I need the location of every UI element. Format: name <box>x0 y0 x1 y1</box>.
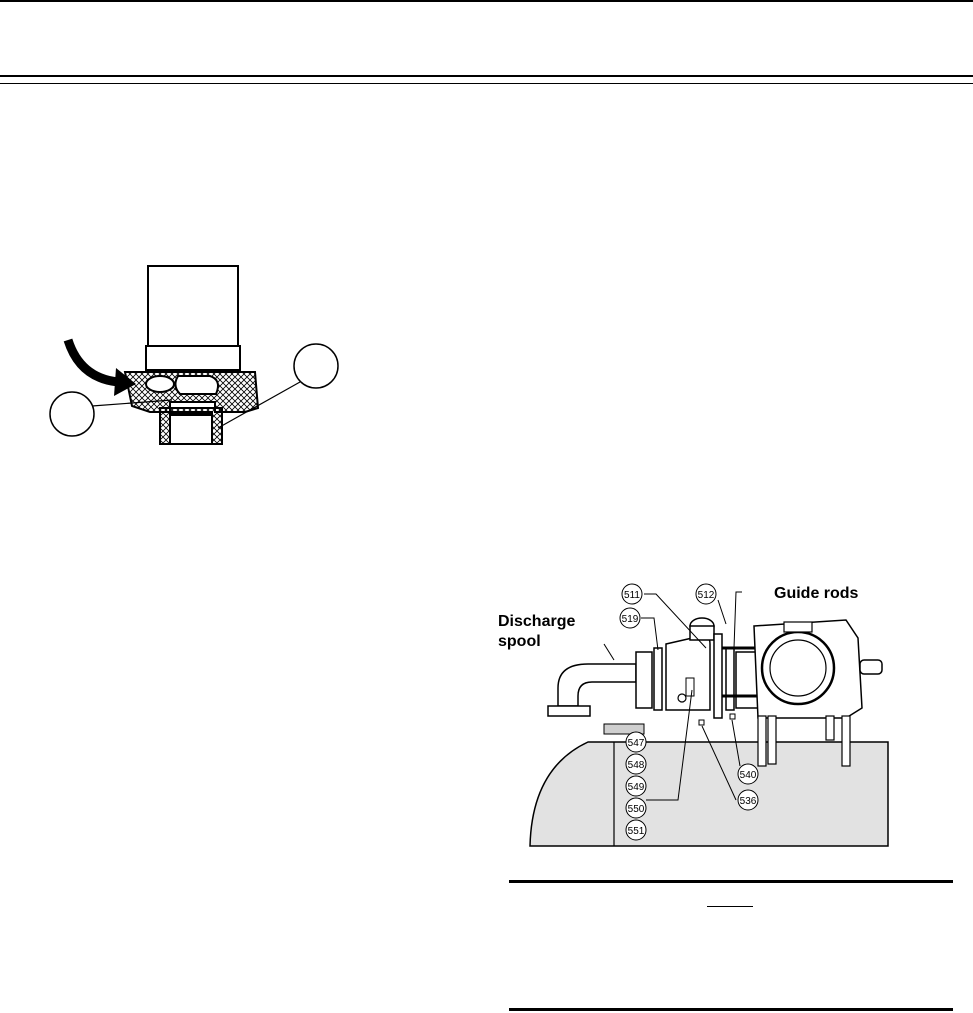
part-536-marker <box>698 719 705 726</box>
svg-text:549: 549 <box>628 782 645 793</box>
callout-511: 511 <box>621 583 643 605</box>
callout-512: 512 <box>695 583 717 605</box>
svg-text:536: 536 <box>740 796 757 807</box>
note-top-rule <box>509 880 953 883</box>
motor-leg-right <box>825 715 835 741</box>
tank-nozzle <box>603 723 645 735</box>
part-540-marker <box>729 713 736 720</box>
callout-circle-right <box>293 343 339 389</box>
callout-519: 519 <box>619 607 641 629</box>
spool-end-flange <box>635 651 653 709</box>
tube-body <box>147 265 239 349</box>
seal-body <box>174 375 219 395</box>
svg-text:519: 519 <box>622 614 639 625</box>
header-rule-thin <box>0 83 973 84</box>
leader-line-right <box>217 381 301 429</box>
svg-text:512: 512 <box>698 590 715 601</box>
callout-551: 551 <box>625 819 647 841</box>
nozzle-inner <box>169 411 213 445</box>
gasket <box>653 647 663 711</box>
note-heading-underline <box>707 906 753 907</box>
motor-adapter <box>735 651 759 709</box>
callout-547: 547 <box>625 731 647 753</box>
label-guide-rods: Guide rods <box>774 585 859 602</box>
svg-text:540: 540 <box>740 770 757 781</box>
callout-549: 549 <box>625 775 647 797</box>
label-discharge: Discharge <box>498 613 575 630</box>
leader-line-left <box>91 399 173 407</box>
note-bottom-rule <box>509 1008 953 1011</box>
svg-text:550: 550 <box>628 804 645 815</box>
callout-circle-left <box>49 391 95 437</box>
svg-text:547: 547 <box>628 738 645 749</box>
callout-548: 548 <box>625 753 647 775</box>
callout-536: 536 <box>737 789 759 811</box>
callout-550: 550 <box>625 797 647 819</box>
callout-540: 540 <box>737 763 759 785</box>
discharge-spool-pipe <box>557 663 637 707</box>
header-rule-thick <box>0 75 973 77</box>
pump-disassembly-figure: 511 512 519 547 548 549 550 551 540 536 … <box>498 583 889 847</box>
motor-leg-left <box>757 715 767 767</box>
impeller-plate <box>713 633 723 719</box>
label-spool: spool <box>498 633 541 650</box>
o-ring <box>145 375 175 393</box>
volute-casing <box>665 634 711 711</box>
svg-text:548: 548 <box>628 760 645 771</box>
fitting-cross-section-figure <box>49 265 339 445</box>
header-top-rule <box>0 0 973 2</box>
tube-collar <box>145 345 241 371</box>
tank <box>529 741 889 847</box>
rotation-arrow <box>63 338 119 387</box>
rotation-arrow-head <box>114 368 136 396</box>
svg-text:511: 511 <box>624 590 640 601</box>
spool-base-flange <box>547 705 591 717</box>
svg-text:551: 551 <box>628 826 645 837</box>
